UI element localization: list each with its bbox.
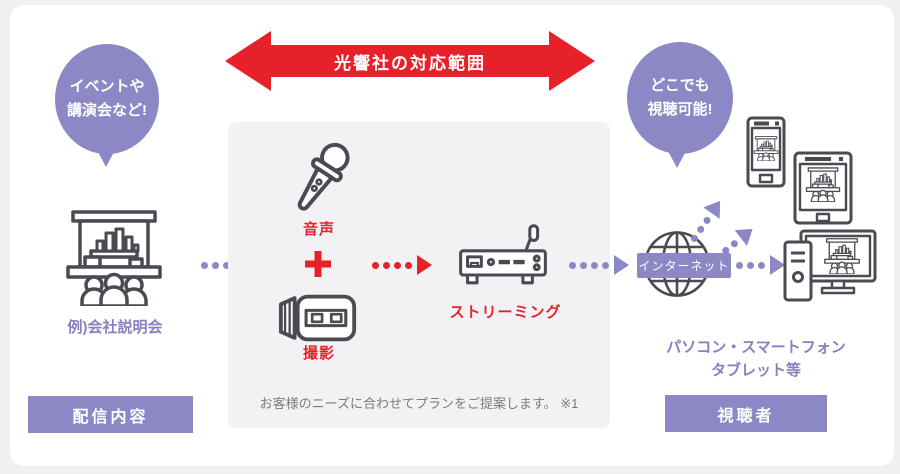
- coverage-range-banner: 光響社の対応範囲: [225, 30, 595, 92]
- flow-arrow-to-pc: [736, 255, 785, 275]
- streaming-encoder-icon: [459, 224, 547, 285]
- flow-arrow-plan-to-internet: [569, 255, 629, 275]
- devices-caption-line2: タブレット等: [710, 362, 801, 380]
- plan-panel: [228, 122, 610, 428]
- audio-label: 音声: [302, 221, 335, 238]
- plan-note: お客様のニーズに合わせてプランをご提案します。 ※1: [259, 396, 579, 411]
- smartphone-icon: [746, 116, 786, 188]
- arrow-head-icon: [614, 255, 629, 275]
- video-camera-icon: [278, 294, 357, 342]
- anywhere-bubble: どこでも 視聴可能!: [627, 42, 733, 154]
- coverage-range-label: 光響社の対応範囲: [334, 53, 486, 73]
- event-bubble-tail: [97, 150, 115, 167]
- microphone-icon: [297, 142, 350, 211]
- devices-caption: パソコン・スマートフォン タブレット等: [638, 336, 874, 383]
- devices-caption-line1: パソコン・スマートフォン: [666, 339, 846, 356]
- event-bubble-text: イベントや 講演会など!: [67, 75, 147, 123]
- desktop-monitor-icon: [799, 229, 877, 295]
- arrow-head-icon: [417, 255, 432, 275]
- event-bubble-line2: 講演会など!: [67, 102, 147, 119]
- anywhere-bubble-line1: どこでも: [650, 77, 710, 94]
- arrow-head-icon: [770, 255, 785, 275]
- example-caption: 例)会社説明会: [67, 319, 163, 336]
- internet-badge: インターネット: [637, 253, 731, 278]
- tablet-icon: [793, 151, 853, 225]
- anywhere-bubble-line2: 視聴可能!: [647, 101, 713, 118]
- anywhere-bubble-text: どこでも 視聴可能!: [648, 74, 713, 122]
- streaming-label: ストリーミング: [449, 304, 562, 321]
- event-bubble-line1: イベントや: [69, 78, 145, 95]
- viewer-tag: 視聴者: [665, 395, 827, 432]
- filming-label: 撮影: [302, 345, 335, 362]
- presentation-audience-icon: [66, 210, 162, 306]
- distribution-content-tag: 配信内容: [28, 396, 193, 433]
- event-bubble: イベントや 講演会など!: [55, 44, 159, 154]
- double-headed-arrow-icon: [225, 31, 595, 91]
- anywhere-bubble-tail: [668, 151, 686, 168]
- flow-arrow-av-to-streaming: [372, 255, 432, 275]
- pc-tower-icon: [783, 240, 813, 302]
- plus-icon: [305, 251, 331, 277]
